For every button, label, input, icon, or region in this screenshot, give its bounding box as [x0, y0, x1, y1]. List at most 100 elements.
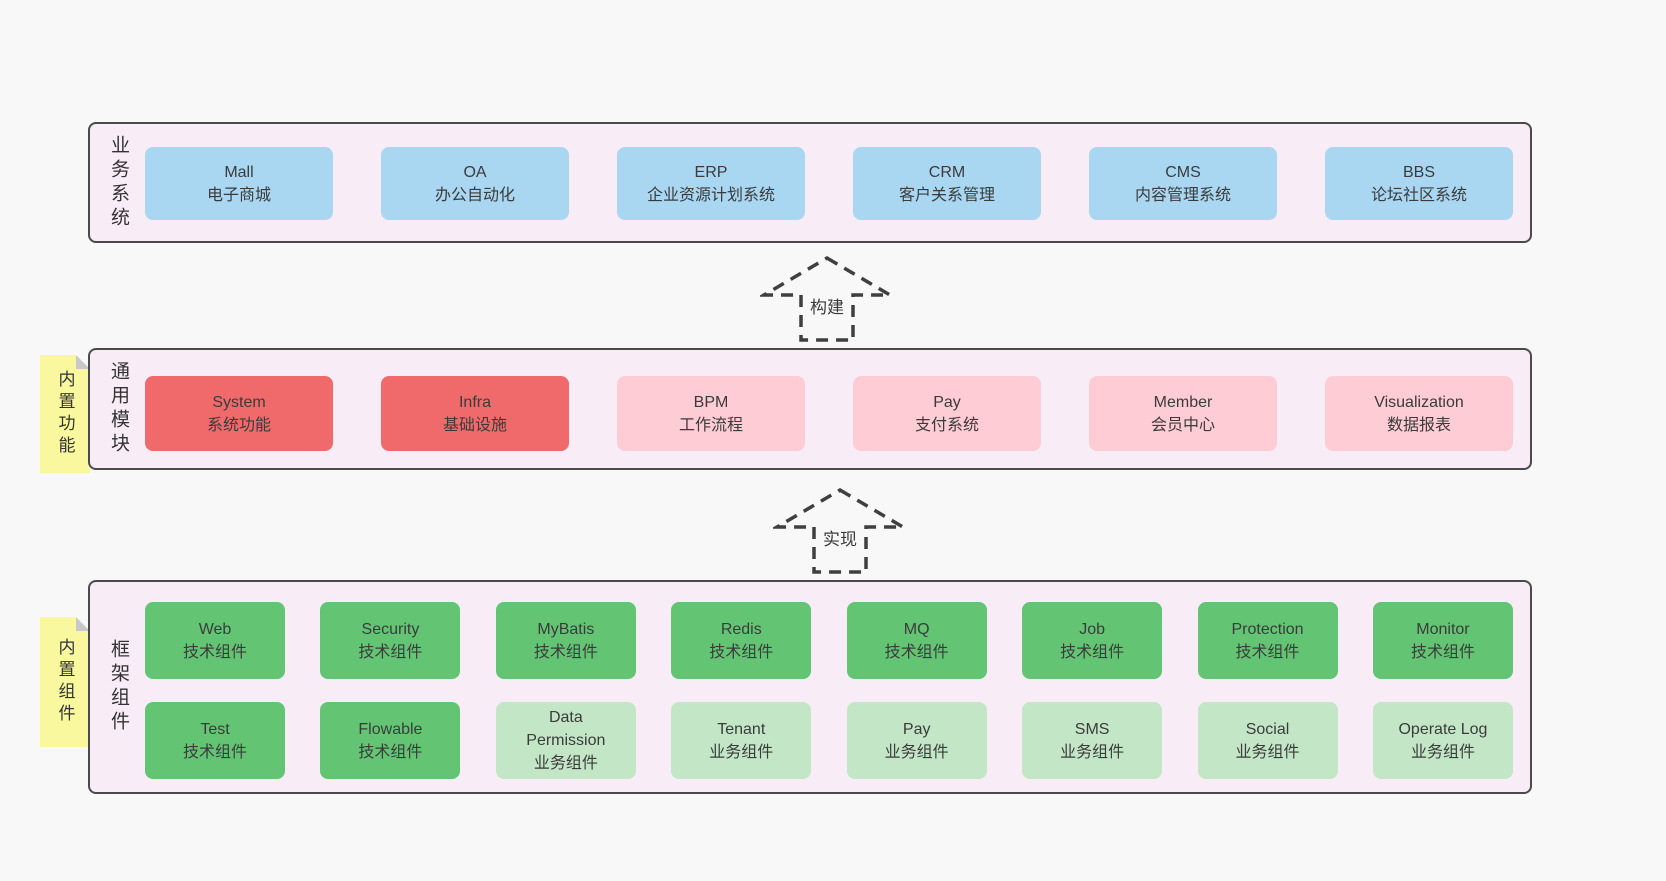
box-title: CMS [1165, 163, 1201, 181]
box-title: Pay [933, 393, 961, 411]
box-mq: MQ 技术组件 [846, 602, 987, 679]
box-subtitle: 客户关系管理 [898, 186, 995, 204]
box-crm: CRM 客户关系管理 [853, 147, 1041, 220]
dashed-up-arrow-icon [760, 255, 894, 342]
box-system: System 系统功能 [145, 376, 333, 451]
box-subtitle: 基础设施 [442, 416, 507, 434]
box-protection: Protection 技术组件 [1197, 602, 1338, 679]
box-title: BPM [693, 393, 729, 411]
layer-label-framework-components: 框架组件 [108, 639, 129, 735]
box-title: Flowable [358, 720, 423, 738]
box-subtitle: 技术组件 [884, 643, 949, 661]
box-title: Monitor [1416, 620, 1470, 638]
box-monitor: Monitor 技术组件 [1372, 602, 1513, 679]
box-title: Job [1079, 620, 1105, 638]
box-subtitle: 业务组件 [1235, 743, 1300, 761]
box-cms: CMS 内容管理系统 [1089, 147, 1277, 220]
box-subtitle: 系统功能 [206, 416, 271, 434]
dashed-up-arrow-icon [773, 487, 907, 574]
layer-common-modules: 通用模块 System 系统功能 Infra 基础设施 BPM 工作流程 Pay… [88, 348, 1532, 470]
sticky-note-built-in-components: 内置组件 [40, 617, 90, 747]
layer-business-systems: 业务系统 Mall 电子商城 OA 办公自动化 ERP 企业资源计划系统 CRM… [88, 122, 1532, 243]
box-subtitle: 技术组件 [709, 643, 774, 661]
box-pay-component: Pay 业务组件 [846, 702, 987, 779]
business-boxes-row: Mall 电子商城 OA 办公自动化 ERP 企业资源计划系统 CRM 客户关系… [145, 147, 1513, 220]
box-subtitle: 技术组件 [182, 743, 247, 761]
box-title: OA [463, 163, 487, 181]
box-erp: ERP 企业资源计划系统 [617, 147, 805, 220]
box-title: MyBatis [537, 620, 595, 638]
box-title: Pay [902, 720, 931, 738]
box-data-permission: Data Permission 业务组件 [495, 702, 636, 779]
components-row-1: Web 技术组件 Security 技术组件 MyBatis 技术组件 Redi… [145, 602, 1513, 679]
box-title: Test [200, 720, 230, 738]
box-member: Member 会员中心 [1089, 376, 1277, 451]
layer-label-common-modules: 通用模块 [108, 361, 129, 457]
box-title: System [212, 393, 266, 411]
sticky-note-built-in-features: 内置功能 [40, 355, 90, 473]
box-subtitle: 办公自动化 [434, 186, 515, 204]
box-redis: Redis 技术组件 [671, 602, 812, 679]
box-subtitle: 技术组件 [358, 643, 423, 661]
sticky-label: 内置功能 [55, 370, 75, 458]
modules-boxes-row: System 系统功能 Infra 基础设施 BPM 工作流程 Pay 支付系统… [145, 376, 1513, 451]
box-title: SMS [1074, 720, 1110, 738]
box-mybatis: MyBatis 技术组件 [495, 602, 636, 679]
box-infra: Infra 基础设施 [381, 376, 569, 451]
box-title: Protection [1231, 620, 1304, 638]
box-flowable: Flowable 技术组件 [320, 702, 461, 779]
box-tenant: Tenant 业务组件 [671, 702, 812, 779]
box-subtitle: 工作流程 [678, 416, 743, 434]
box-subtitle: 技术组件 [182, 643, 247, 661]
arrow-implement: 实现 [773, 487, 907, 575]
box-job: Job 技术组件 [1022, 602, 1163, 679]
box-subtitle: 技术组件 [1060, 643, 1125, 661]
box-title: Member [1153, 393, 1213, 411]
box-subtitle: 业务组件 [1060, 743, 1125, 761]
box-subtitle: 电子商城 [206, 186, 271, 204]
box-security: Security 技术组件 [320, 602, 461, 679]
arrow-build: 构建 [760, 255, 894, 343]
box-title: Tenant [717, 720, 766, 738]
box-subtitle: 业务组件 [709, 743, 774, 761]
box-title: CRM [928, 163, 966, 181]
box-title: ERP [694, 163, 728, 181]
box-subtitle: 技术组件 [1410, 643, 1475, 661]
sticky-label: 内置组件 [55, 638, 75, 726]
components-row-2: Test 技术组件 Flowable 技术组件 Data Permission … [145, 702, 1513, 779]
box-subtitle: 业务组件 [1410, 743, 1475, 761]
box-subtitle: 业务组件 [884, 743, 949, 761]
box-oa: OA 办公自动化 [381, 147, 569, 220]
box-title: Visualization [1374, 393, 1464, 411]
box-operate-log: Operate Log 业务组件 [1372, 702, 1513, 779]
box-web: Web 技术组件 [145, 602, 285, 679]
layer-framework-components: 框架组件 Web 技术组件 Security 技术组件 MyBatis 技术组件… [88, 580, 1532, 794]
box-subtitle: 业务组件 [533, 755, 598, 772]
box-subtitle: 技术组件 [1235, 643, 1300, 661]
box-social: Social 业务组件 [1197, 702, 1338, 779]
box-title: MQ [903, 620, 930, 638]
box-subtitle: 数据报表 [1386, 416, 1451, 434]
box-title: Infra [458, 393, 491, 411]
box-title: Social [1245, 720, 1290, 738]
box-sms: SMS 业务组件 [1022, 702, 1163, 779]
box-subtitle: 技术组件 [358, 743, 423, 761]
box-subtitle: 内容管理系统 [1134, 186, 1231, 204]
box-subtitle: 论坛社区系统 [1370, 186, 1467, 204]
box-subtitle: 会员中心 [1150, 416, 1215, 434]
box-visualization: Visualization 数据报表 [1325, 376, 1513, 451]
box-mall: Mall 电子商城 [145, 147, 333, 220]
box-title: BBS [1402, 163, 1435, 181]
box-subtitle: 技术组件 [533, 643, 598, 661]
box-test: Test 技术组件 [145, 702, 285, 779]
box-bpm: BPM 工作流程 [617, 376, 805, 451]
box-subtitle: 企业资源计划系统 [646, 186, 775, 204]
box-title: Redis [720, 620, 762, 638]
box-subtitle: 支付系统 [914, 416, 979, 434]
box-bbs: BBS 论坛社区系统 [1325, 147, 1513, 220]
arrow-build-label: 构建 [807, 293, 847, 318]
layer-label-business-systems: 业务系统 [108, 134, 129, 231]
box-title: Mall [224, 163, 254, 181]
arrow-implement-label: 实现 [820, 525, 860, 550]
box-title: Web [198, 620, 232, 638]
